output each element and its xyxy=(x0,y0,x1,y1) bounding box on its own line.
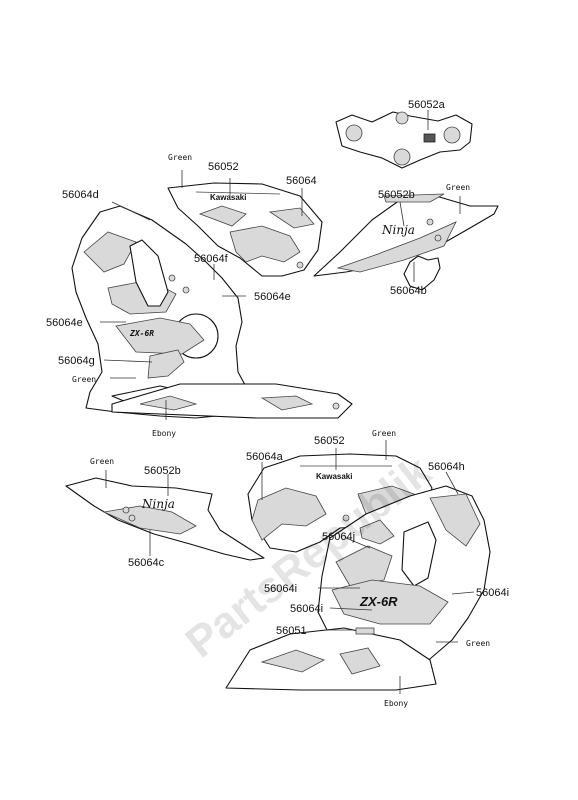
label-56064i-b: 56064i xyxy=(290,603,323,615)
label-56051: 56051 xyxy=(276,625,307,637)
kawasaki-decal-2: Kawasaki xyxy=(316,472,352,481)
label-56064f: 56064f xyxy=(194,253,229,265)
part-number-labels: 56052a 56052 56064 56064d 56052b 56064f … xyxy=(46,99,509,637)
color-labels: Green Green Green Ebony Green Green Gree… xyxy=(72,153,490,708)
color-label-green-6: Green xyxy=(466,639,490,648)
side-fairing-top-left: ZX-6R xyxy=(71,205,251,419)
color-label-ebony-2: Ebony xyxy=(384,699,408,708)
color-label-ebony-1: Ebony xyxy=(152,429,176,438)
label-56064j: 56064j xyxy=(322,531,355,543)
label-56064e-left: 56064e xyxy=(46,317,83,329)
label-56052a: 56052a xyxy=(408,99,446,111)
lower-panel-bottom xyxy=(225,627,437,691)
label-56064a: 56064a xyxy=(246,451,284,463)
label-56064g: 56064g xyxy=(58,355,95,367)
side-cover-top-right: Ninja xyxy=(313,193,499,291)
label-56064-top: 56064 xyxy=(286,175,317,187)
label-56064e-right: 56064e xyxy=(254,291,291,303)
color-label-green-2: Green xyxy=(446,183,470,192)
side-cover-bottom-left: Ninja xyxy=(65,477,265,561)
label-56052b-bottom: 56052b xyxy=(144,465,181,477)
label-56064i-right: 56064i xyxy=(476,587,509,599)
label-56064c: 56064c xyxy=(128,557,165,569)
ninja-decal-2: Ninja xyxy=(141,497,175,511)
color-label-green-1: Green xyxy=(168,153,192,162)
label-56052-bottom: 56052 xyxy=(314,435,345,447)
leader-lines xyxy=(100,110,475,694)
lower-panel-top xyxy=(111,383,353,419)
model-decal-1: ZX-6R xyxy=(129,329,154,338)
kawasaki-decal-1: Kawasaki xyxy=(210,193,246,202)
label-56064h: 56064h xyxy=(428,461,465,473)
color-label-green-4: Green xyxy=(372,429,396,438)
color-label-green-5: Green xyxy=(90,457,114,466)
label-56052-top: 56052 xyxy=(208,161,239,173)
color-label-green-3: Green xyxy=(72,375,96,384)
upper-cowl-bottom xyxy=(247,453,433,553)
upper-cowl-top xyxy=(167,182,323,277)
label-56064i-a: 56064i xyxy=(264,583,297,595)
label-56052b-top: 56052b xyxy=(378,189,415,201)
ninja-decal-1: Ninja xyxy=(381,223,415,237)
label-56064b: 56064b xyxy=(390,285,427,297)
meter-cover-part xyxy=(335,111,473,169)
model-decal-2: ZX-6R xyxy=(359,594,398,609)
label-56064d: 56064d xyxy=(62,189,99,201)
side-fairing-bottom-right: ZX-6R xyxy=(317,485,491,675)
